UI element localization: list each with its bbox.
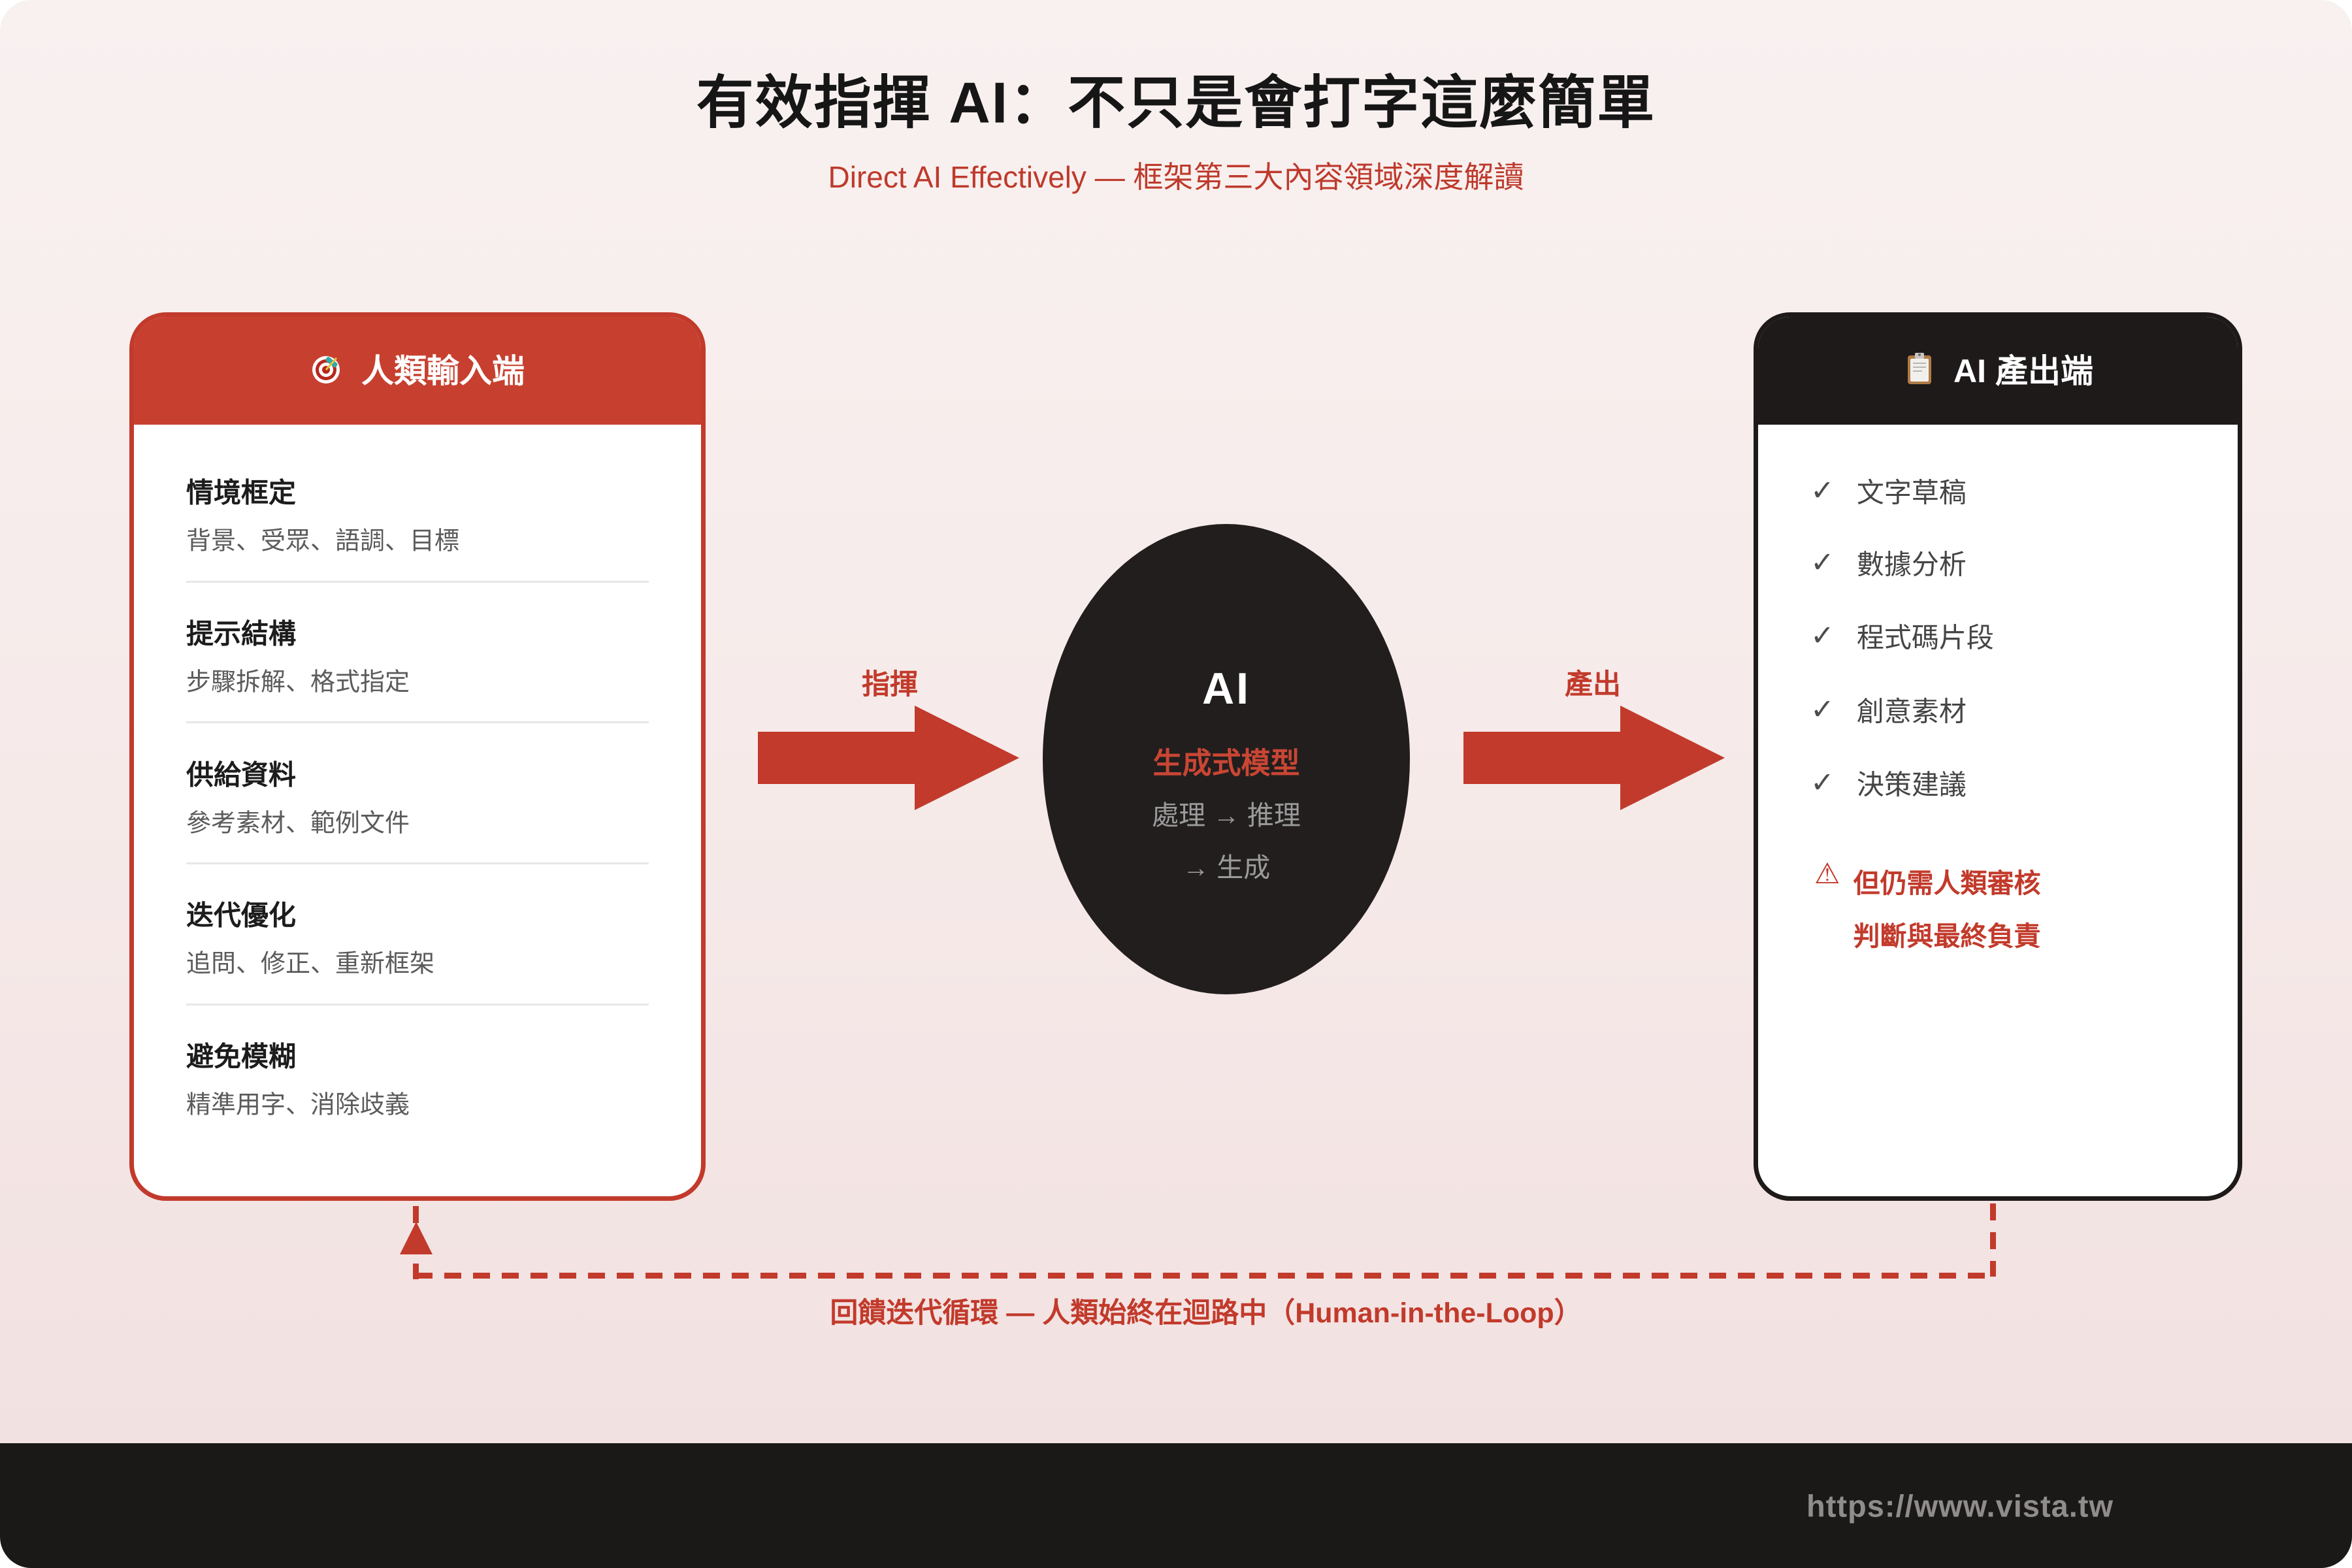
page-title: 有效指揮 AI：不只是會打字這麼簡單 — [696, 70, 1656, 135]
feedback-loop-arrowhead-icon — [400, 1222, 433, 1254]
output-arrow-icon — [1463, 706, 1725, 810]
warning-line-2: 判斷與最終負責 — [1853, 921, 2041, 951]
input-item-heading: 避免模糊 — [186, 1041, 297, 1072]
ai-core-subtitle: 生成式模型 — [1152, 746, 1300, 780]
divider — [186, 1004, 649, 1005]
output-item: ✓ 文字草稿 — [1810, 474, 1967, 508]
check-icon: ✓ — [1810, 619, 1835, 652]
ai-core-blob: AI 生成式模型 處理 → 推理 → 生成 — [1043, 524, 1410, 994]
arrow-shaft — [758, 732, 916, 784]
output-item: ✓ 數據分析 — [1810, 546, 1967, 580]
human-input-card-title: 人類輸入端 — [361, 353, 525, 389]
human-input-card-header: 人類輸入端 — [134, 317, 701, 425]
input-item-desc: 背景、受眾、語調、目標 — [186, 527, 460, 555]
ai-core-generate-line: → 生成 — [1182, 853, 1271, 883]
divider — [186, 862, 649, 864]
target-icon — [312, 356, 340, 384]
footer-bar: https://www.vista.tw — [0, 1443, 2352, 1568]
output-item: ✓ 決策建議 — [1810, 766, 1967, 800]
input-item-desc: 步驟拆解、格式指定 — [186, 668, 410, 696]
arrow-head — [1620, 706, 1725, 810]
divider — [186, 581, 649, 583]
check-icon: ✓ — [1810, 693, 1835, 726]
output-item: ✓ 創意素材 — [1810, 693, 1967, 727]
arrow-head — [915, 706, 1019, 810]
arrow-shaft — [1463, 732, 1622, 784]
ai-core-process-line: 處理 → 推理 — [1152, 800, 1301, 830]
input-item-desc: 精準用字、消除歧義 — [186, 1091, 410, 1119]
ai-output-card: AI 產出端 ✓ 文字草稿 ✓ 數據分析 ✓ 程式碼片段 ✓ 創意素材 ✓ 決策… — [1754, 312, 2242, 1201]
check-icon: ✓ — [1810, 546, 1835, 579]
feedback-loop-line-right — [1990, 1203, 1996, 1277]
human-review-warning: ⚠ 但仍需人類審核 判斷與最終負責 — [1814, 857, 2185, 963]
output-arrow-label: 產出 — [1565, 669, 1621, 700]
human-input-card: 人類輸入端 情境框定 背景、受眾、語調、目標 提示結構 步驟拆解、格式指定 供給… — [129, 312, 706, 1201]
command-arrow-label: 指揮 — [862, 669, 918, 700]
divider — [186, 721, 649, 723]
feedback-loop-line-bottom — [416, 1273, 1996, 1279]
input-item-heading: 供給資料 — [186, 759, 297, 791]
warning-icon: ⚠ — [1814, 858, 1840, 890]
footer-url: https://www.vista.tw — [1806, 1488, 2114, 1523]
command-arrow-icon — [758, 706, 1019, 810]
input-item-heading: 情境框定 — [186, 477, 297, 508]
page-subtitle: Direct AI Effectively — 框架第三大內容領域深度解讀 — [828, 160, 1524, 194]
input-item-desc: 參考素材、範例文件 — [186, 809, 410, 838]
check-icon: ✓ — [1810, 766, 1835, 799]
warning-line-1: 但仍需人類審核 — [1853, 868, 2041, 898]
input-item-heading: 提示結構 — [186, 618, 297, 649]
clipboard-icon — [1908, 353, 1932, 384]
check-icon: ✓ — [1810, 474, 1835, 507]
input-item-desc: 追問、修正、重新框架 — [186, 950, 435, 978]
input-item-heading: 迭代優化 — [186, 900, 297, 931]
output-item: ✓ 程式碼片段 — [1810, 619, 1994, 653]
ai-output-card-header: AI 產出端 — [1758, 317, 2238, 425]
feedback-loop-label: 回饋迭代循環 — 人類始終在迴路中（Human-in-the-Loop） — [830, 1298, 1582, 1329]
ai-core-title: AI — [1202, 664, 1250, 713]
ai-output-card-title: AI 產出端 — [1953, 353, 2093, 389]
